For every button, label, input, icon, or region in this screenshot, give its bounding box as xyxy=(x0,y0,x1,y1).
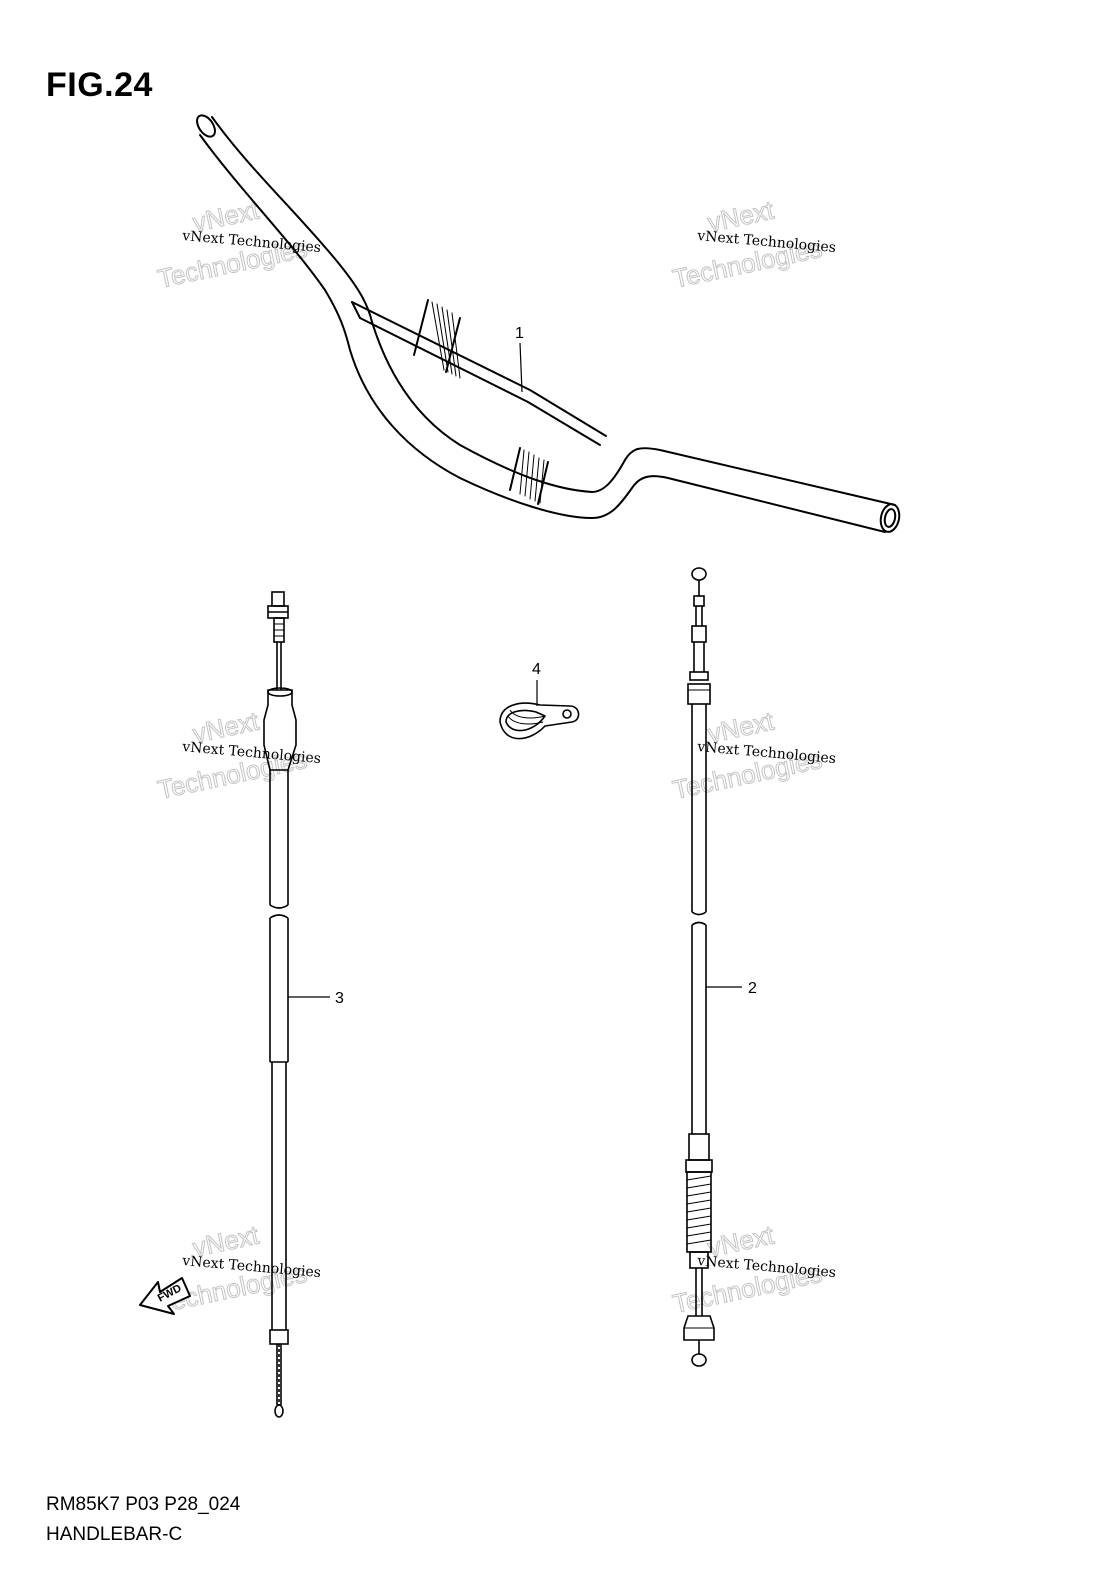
callout-3: 3 xyxy=(335,990,344,1007)
figure-title: FIG.24 xyxy=(46,66,153,104)
callout-2: 2 xyxy=(748,980,757,997)
handlebar-part xyxy=(196,114,901,533)
cable-part-3 xyxy=(263,591,297,1418)
cable-part-2 xyxy=(683,567,715,1367)
watermark-mid-right: vNext Technologies vNext Technologies xyxy=(670,705,837,805)
callout-4: 4 xyxy=(532,661,541,678)
callout-1: 1 xyxy=(515,325,524,342)
clamp-part-4 xyxy=(499,702,580,740)
watermark-top-left: vNext Technologies vNext Technologies xyxy=(155,194,322,294)
leader-line-1 xyxy=(519,342,523,393)
diagram-code: RM85K7 P03 P28_024 xyxy=(46,1494,241,1515)
watermark-top-right: vNext Technologies vNext Technologies xyxy=(670,194,837,294)
watermark-bottom-left: vNext Technologies vNext Technologies xyxy=(155,1219,322,1319)
diagram-name: HANDLEBAR-C xyxy=(46,1524,183,1545)
